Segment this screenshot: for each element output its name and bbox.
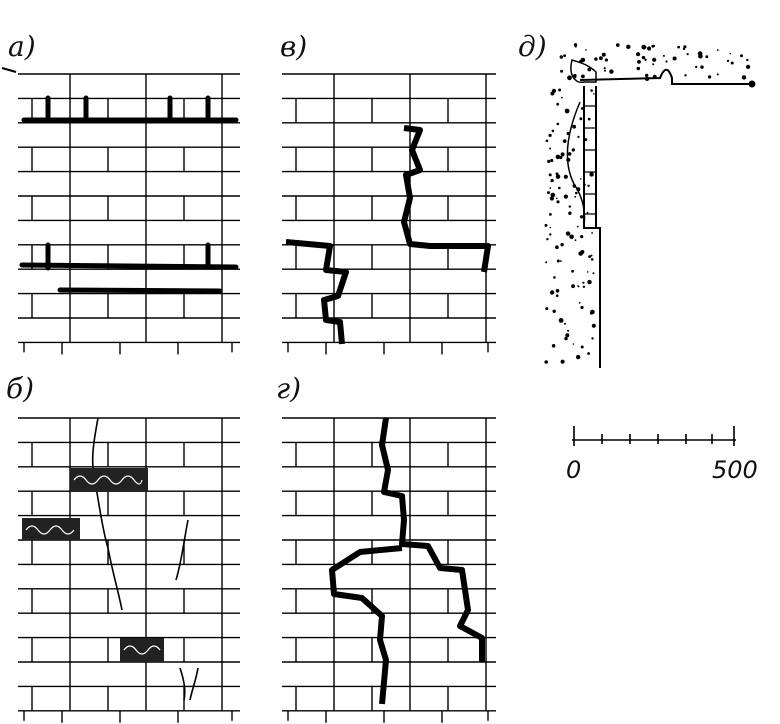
panel-b-cracks bbox=[91, 417, 199, 701]
panel-label-a: а) bbox=[8, 30, 36, 63]
panel-a-brickwork bbox=[18, 73, 240, 355]
panel-label-v: в) bbox=[280, 30, 307, 63]
panel-label-d: д) bbox=[518, 30, 547, 63]
scale-bar bbox=[572, 426, 736, 446]
panel-v-stepped-crack bbox=[285, 125, 491, 345]
scale-start-label: 0 bbox=[566, 456, 581, 484]
panel-label-b: б) bbox=[6, 372, 34, 405]
panel-g-vertical-crack bbox=[329, 417, 485, 705]
panel-label-g: г) bbox=[276, 372, 301, 405]
panel-d-wall-section bbox=[544, 43, 756, 368]
scale-end-label: 500 bbox=[712, 456, 758, 484]
panel-v-brickwork bbox=[282, 73, 496, 355]
panel-b-spalled-patches bbox=[22, 468, 164, 662]
panel-a-joint-damage bbox=[19, 95, 239, 294]
panel-b-brickwork bbox=[18, 417, 240, 723]
panel-d-soil-dots bbox=[544, 43, 751, 364]
panel-a-leader-mark bbox=[1, 67, 17, 73]
